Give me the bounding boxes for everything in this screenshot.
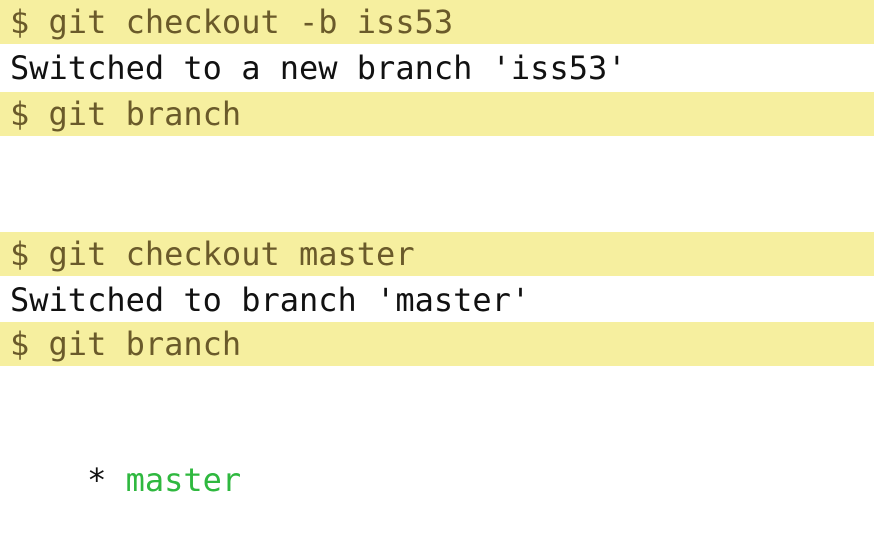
branch-name: master bbox=[125, 461, 242, 499]
output-line: Switched to a new branch 'iss53' bbox=[0, 46, 874, 90]
output-line: Switched to branch 'master' bbox=[0, 278, 874, 322]
command-line: $ git branch bbox=[0, 322, 874, 366]
branch-line: master bbox=[0, 184, 874, 269]
current-branch-marker: * bbox=[87, 461, 107, 499]
terminal-window: $ git checkout -b iss53 Switched to a ne… bbox=[0, 0, 874, 499]
command-line: $ git branch bbox=[0, 92, 874, 136]
branch-line-current: * master bbox=[0, 414, 874, 499]
command-line: $ git checkout -b iss53 bbox=[0, 0, 874, 44]
branch-line-current: * iss53 bbox=[0, 138, 874, 223]
command-line: $ git checkout master bbox=[0, 232, 874, 276]
branch-line: iss53 bbox=[0, 368, 874, 453]
